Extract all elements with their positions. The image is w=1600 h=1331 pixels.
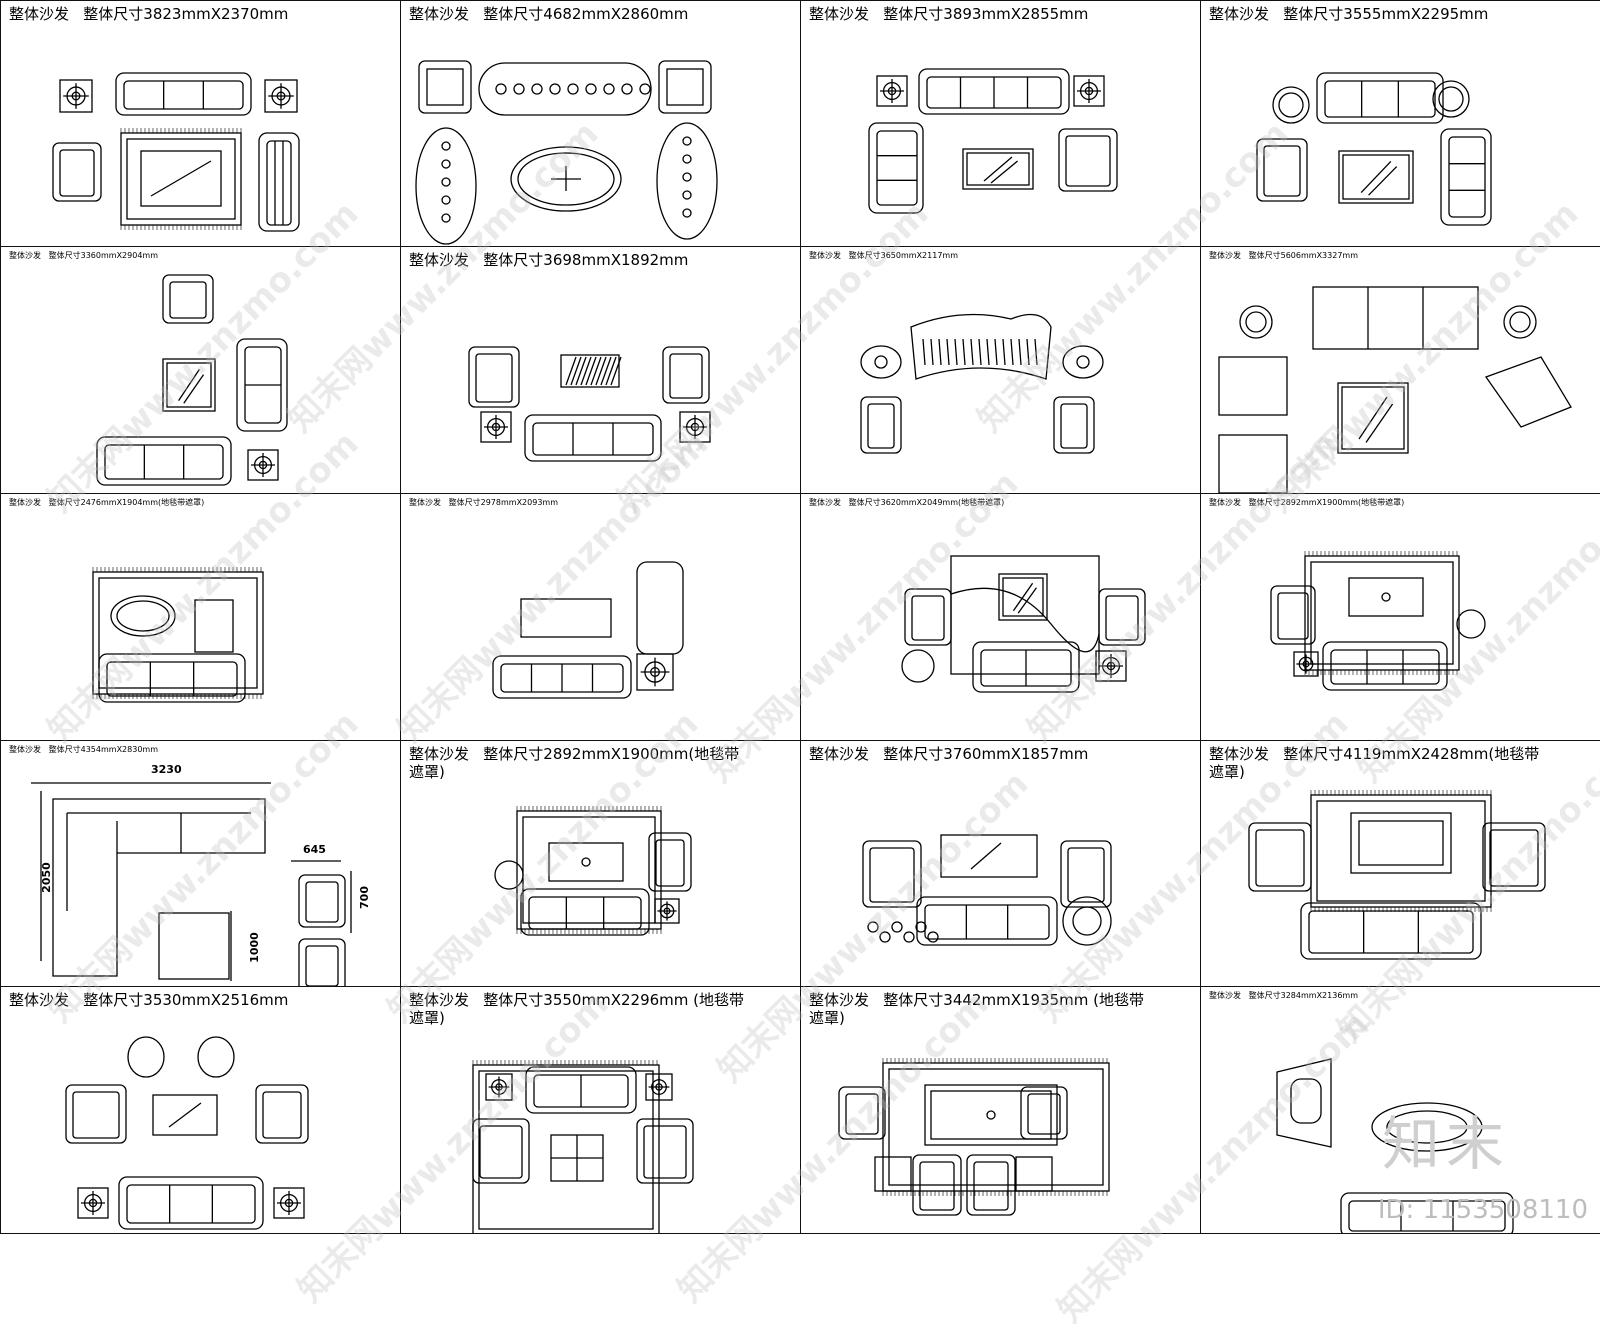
floor-plan-drawing	[92, 567, 264, 703]
floor-plan-drawing	[1276, 1058, 1514, 1233]
dimension-height: 2050	[39, 862, 53, 893]
plan-grid: 整体沙发 整体尺寸3823mmX2370mm 整体沙发 整体尺寸4682mmX28…	[0, 0, 1600, 1234]
plan-caption: 整体沙发 整体尺寸3360mmX2904mm	[9, 251, 158, 260]
plan-caption: 整体沙发 整体尺寸3284mmX2136mm	[1209, 991, 1358, 1000]
plan-cell-13: 整体沙发 整体尺寸4354mmX2830mm 3230 2050 1000 645 700	[0, 740, 401, 987]
plan-caption: 整体沙发 整体尺寸3530mmX2516mm	[9, 991, 289, 1009]
plan-caption: 整体沙发 整体尺寸3893mmX2855mm	[809, 5, 1089, 23]
plan-cell-15: 整体沙发 整体尺寸3760mmX1857mm	[800, 740, 1201, 987]
plan-cell-7: 整体沙发 整体尺寸3650mmX2117mm	[800, 246, 1201, 494]
dimension-width: 3230	[151, 763, 182, 776]
floor-plan-drawing	[468, 346, 711, 462]
floor-plan-drawing	[52, 72, 300, 232]
plan-cell-20: 整体沙发 整体尺寸3284mmX2136mm	[1200, 986, 1600, 1234]
plan-cell-4: 整体沙发 整体尺寸3555mmX2295mm	[1200, 0, 1600, 247]
dimension-table: 1000	[247, 932, 261, 963]
floor-plan-drawing	[1256, 72, 1492, 226]
floor-plan-drawing	[838, 1058, 1110, 1216]
plan-cell-11: 整体沙发 整体尺寸3620mmX2049mm(地毯带遮罩)	[800, 493, 1201, 741]
floor-plan-drawing	[1218, 286, 1572, 493]
floor-plan-drawing	[868, 68, 1118, 214]
floor-plan-drawing	[65, 1036, 309, 1230]
plan-caption: 整体沙发 整体尺寸2978mmX2093mm	[409, 498, 558, 507]
floor-plan-drawing	[31, 782, 352, 986]
plan-cell-1: 整体沙发 整体尺寸3823mmX2370mm	[0, 0, 401, 247]
plan-cell-5: 整体沙发 整体尺寸3360mmX2904mm	[0, 246, 401, 494]
plan-cell-2: 整体沙发 整体尺寸4682mmX2860mm	[400, 0, 801, 247]
plan-caption: 整体沙发 整体尺寸3760mmX1857mm	[809, 745, 1089, 763]
plan-cell-6: 整体沙发 整体尺寸3698mmX1892mm	[400, 246, 801, 494]
floor-plan-drawing	[1270, 551, 1486, 691]
plan-caption: 整体沙发 整体尺寸4119mmX2428mm(地毯带 遮罩)	[1209, 745, 1540, 781]
plan-caption: 整体沙发 整体尺寸2892mmX1900mm(地毯带遮罩)	[1209, 498, 1405, 507]
plan-cell-8: 整体沙发 整体尺寸5606mmX3327mm	[1200, 246, 1600, 494]
plan-caption: 整体沙发 整体尺寸2892mmX1900mm(地毯带 遮罩)	[409, 745, 740, 781]
plan-caption: 整体沙发 整体尺寸3650mmX2117mm	[809, 251, 958, 260]
plan-caption: 整体沙发 整体尺寸3442mmX1935mm (地毯带 遮罩)	[809, 991, 1144, 1027]
plan-caption: 整体沙发 整体尺寸3698mmX1892mm	[409, 251, 689, 269]
plan-caption: 整体沙发 整体尺寸4354mmX2830mm	[9, 745, 158, 754]
floor-plan-drawing	[862, 834, 1112, 946]
floor-plan-drawing	[860, 313, 1104, 454]
plan-caption: 整体沙发 整体尺寸3555mmX2295mm	[1209, 5, 1489, 23]
id-text: ID: 1153508110	[1377, 1195, 1588, 1225]
plan-cell-19: 整体沙发 整体尺寸3442mmX1935mm (地毯带 遮罩)	[800, 986, 1201, 1234]
plan-cell-18: 整体沙发 整体尺寸3550mmX2296mm (地毯带 遮罩)	[400, 986, 801, 1234]
floor-plan-drawing	[492, 561, 684, 699]
dimension-chair-width: 645	[303, 843, 326, 856]
floor-plan-drawing	[415, 60, 718, 245]
floor-plan-drawing	[472, 1060, 694, 1233]
plan-caption: 整体沙发 整体尺寸5606mmX3327mm	[1209, 251, 1358, 260]
logo: 知末	[1381, 1110, 1510, 1178]
plan-cell-17: 整体沙发 整体尺寸3530mmX2516mm	[0, 986, 401, 1234]
plan-caption: 整体沙发 整体尺寸2476mmX1904mm(地毯带遮罩)	[9, 498, 205, 507]
plan-caption: 整体沙发 整体尺寸3550mmX2296mm (地毯带 遮罩)	[409, 991, 744, 1027]
plan-cell-14: 整体沙发 整体尺寸2892mmX1900mm(地毯带 遮罩)	[400, 740, 801, 987]
dimension-chair-height: 700	[357, 886, 371, 909]
plan-cell-10: 整体沙发 整体尺寸2978mmX2093mm	[400, 493, 801, 741]
plan-cell-9: 整体沙发 整体尺寸2476mmX1904mm(地毯带遮罩)	[0, 493, 401, 741]
floor-plan-drawing	[494, 806, 692, 936]
plan-caption: 整体沙发 整体尺寸3620mmX2049mm(地毯带遮罩)	[809, 498, 1005, 507]
plan-cell-12: 整体沙发 整体尺寸2892mmX1900mm(地毯带遮罩)	[1200, 493, 1600, 741]
floor-plan-drawing	[1248, 790, 1546, 960]
plan-caption: 整体沙发 整体尺寸4682mmX2860mm	[409, 5, 689, 23]
plan-caption: 整体沙发 整体尺寸3823mmX2370mm	[9, 5, 289, 23]
floor-plan-drawing	[901, 555, 1146, 693]
plan-cell-3: 整体沙发 整体尺寸3893mmX2855mm	[800, 0, 1201, 247]
plan-cell-16: 整体沙发 整体尺寸4119mmX2428mm(地毯带 遮罩)	[1200, 740, 1600, 987]
floor-plan-drawing	[96, 274, 288, 486]
